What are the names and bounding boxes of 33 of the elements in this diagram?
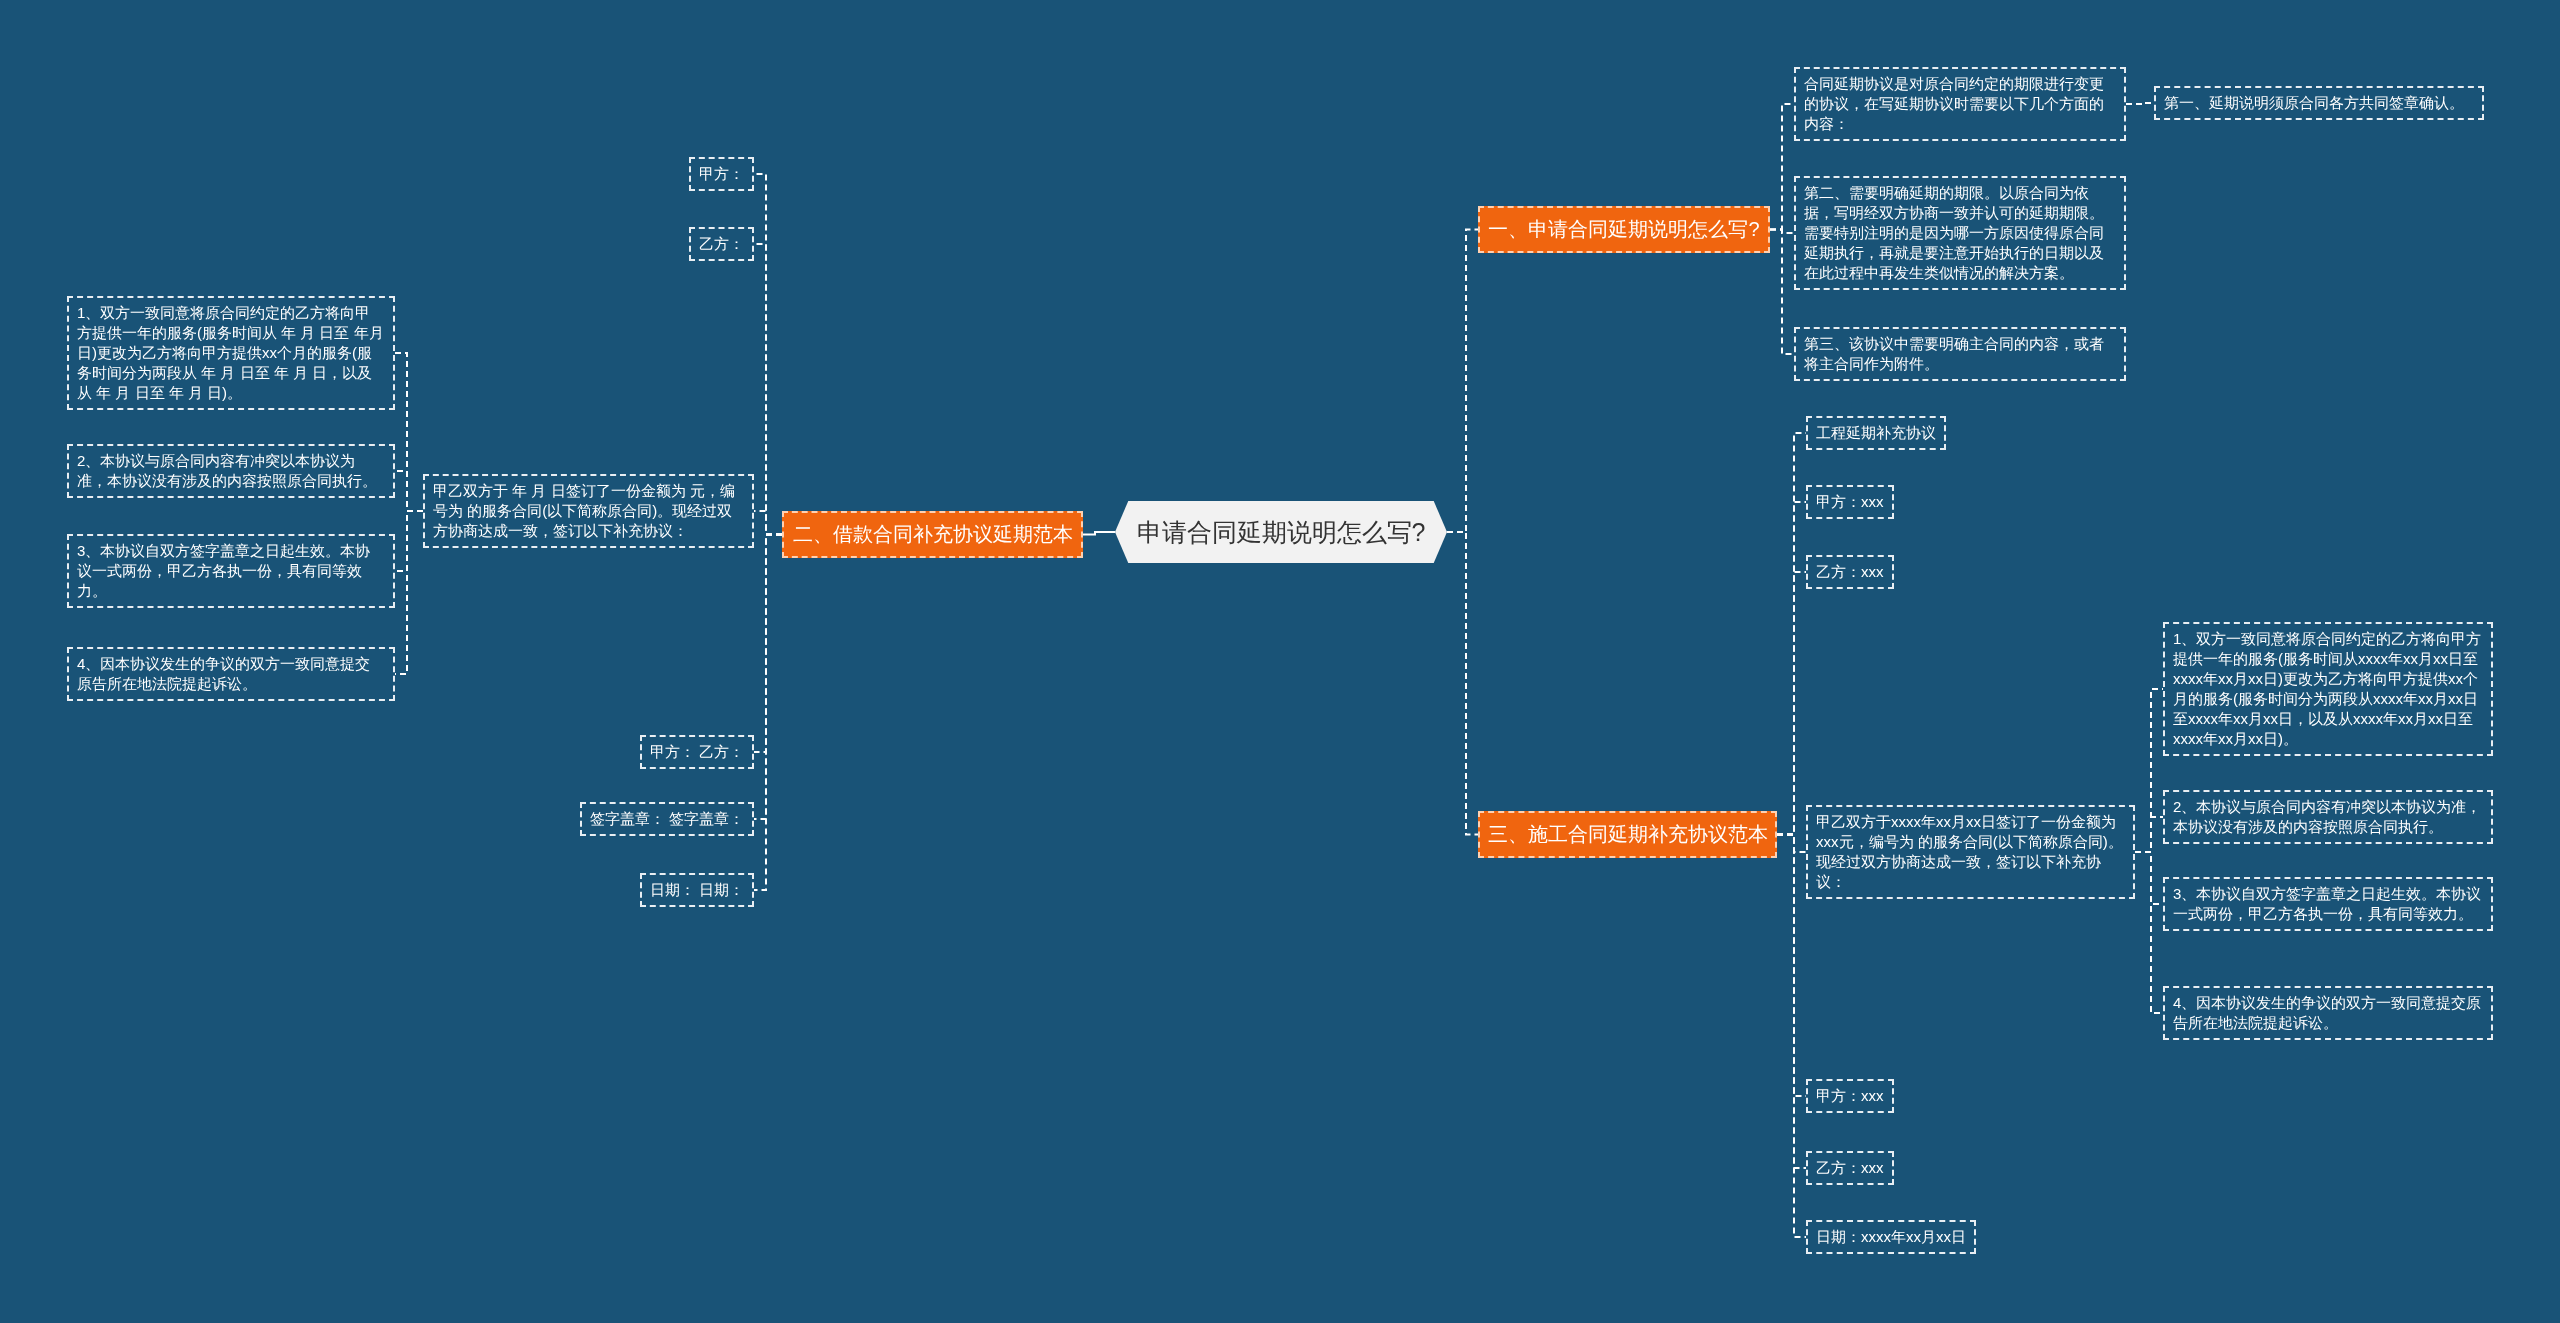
topic-box: 1、双方一致同意将原合同约定的乙方将向甲方提供一年的服务(服务时间从xxxx年xx月xx日至xxxx年xx月xx日)更改为乙方将向甲方提供xx个月的服务(服务时间分为两段从xxxx年xx月xx日至xxxx年xx月xx日，以及从xxxx年xx月xx日至xxxx年xx月xx日)。 [2163,622,2493,756]
topic-box: 甲乙双方于xxxx年xx月xx日签订了一份金额为xxx元，编号为 的服务合同(以下简称原合同)。现经过双方协商达成一致，签订以下补充协议： [1806,805,2135,899]
branch-topic: 一、申请合同延期说明怎么写? [1478,206,1770,253]
topic-box: 甲乙双方于 年 月 日签订了一份金额为 元，编号为 的服务合同(以下简称原合同)。现经过双方协商达成一致，签订以下补充协议： [423,474,754,548]
connector-line [1082,531,1116,536]
topic-box: 3、本协议自双方签字盖章之日起生效。本协议一式两份，甲乙方各执一份，具有同等效力。 [2163,877,2493,931]
topic-box: 甲方： [689,157,754,191]
topic-box: 乙方： [689,227,754,261]
topic-box: 1、双方一致同意将原合同约定的乙方将向甲方提供一年的服务(服务时间从 年 月 日至 年月日)更改为乙方将向甲方提供xx个月的服务(服务时间分为两段从 年 月 日至 年 月 日，以及从 年 月 日至 年 月 日)。 [67,296,395,410]
connector-line [394,510,424,675]
topic-box: 3、本协议自双方签字盖章之日起生效。本协议一式两份，甲乙方各执一份，具有同等效力。 [67,534,395,608]
topic-box: 工程延期补充协议 [1806,416,1946,450]
connector-line [1769,228,1795,355]
topic-box: 日期：xxxx年xx月xx日 [1806,1220,1976,1254]
topic-box: 乙方：xxx [1806,555,1894,589]
connector-line [1446,531,1479,836]
topic-box: 第一、延期说明须原合同各方共同签章确认。 [2154,86,2484,120]
topic-box: 甲方： 乙方： [639,735,754,769]
topic-box: 第二、需要明确延期的期限。以原合同为依据，写明经双方协商一致并认可的延期期限。需要特别注明的是因为哪一方原因使得原合同延期执行，再就是要注意开始执行的日期以及在此过程中再发生类似情况的解决方案。 [1794,176,2126,290]
topic-box: 4、因本协议发生的争议的双方一致同意提交原告所在地法院提起诉讼。 [2163,986,2493,1040]
topic-box: 4、因本协议发生的争议的双方一致同意提交原告所在地法院提起诉讼。 [67,647,395,701]
topic-box: 日期： 日期： [639,873,754,907]
topic-box: 甲方：xxx [1806,485,1894,519]
branch-topic: 二、借款合同补充协议延期范本 [782,511,1083,558]
topic-box: 合同延期协议是对原合同约定的期限进行变更的协议，在写延期协议时需要以下几个方面的内容： [1794,67,2126,141]
topic-box: 2、本协议与原合同内容有冲突以本协议为准，本协议没有涉及的内容按照原合同执行。 [67,444,395,498]
central-topic: 申请合同延期说明怎么写? [1115,501,1447,563]
topic-box: 乙方：xxx [1806,1151,1894,1185]
topic-box: 甲方：xxx [1806,1079,1894,1113]
topic-box: 签字盖章： 签字盖章： [579,802,754,836]
topic-box: 2、本协议与原合同内容有冲突以本协议为准，本协议没有涉及的内容按照原合同执行。 [2163,790,2493,844]
branch-topic: 三、施工合同延期补充协议范本 [1478,811,1777,858]
topic-box: 第三、该协议中需要明确主合同的内容，或者将主合同作为附件。 [1794,327,2126,381]
